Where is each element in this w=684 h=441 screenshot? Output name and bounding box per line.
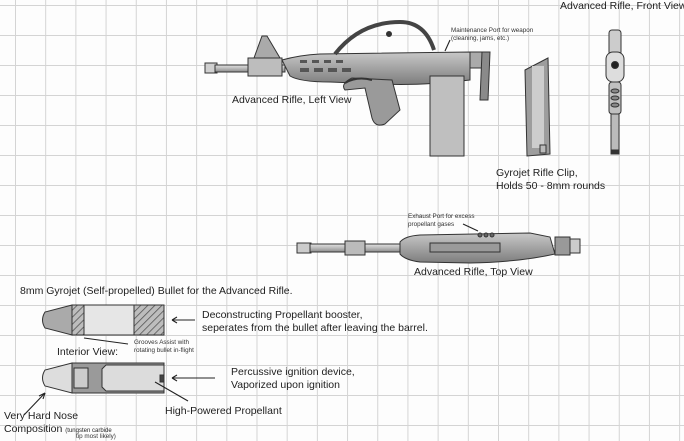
rifle-left-view [204, 19, 491, 157]
exhaust-port-annotation: Exhaust Port for excess propellant gases [408, 213, 475, 229]
ignition-annotation: Percussive ignition device, Vaporized up… [231, 366, 355, 392]
bullet-exterior [42, 304, 165, 336]
interior-view-label: Interior View: [57, 346, 119, 358]
exhaust-port-line2: propellant gases [408, 221, 455, 228]
grooves-line1: Grooves Assist with [134, 339, 189, 346]
top-view-label: Advanced Rifle, Top View [414, 266, 533, 278]
booster-annotation: Deconstructing Propellant booster, seper… [202, 309, 428, 335]
left-view-label: Advanced Rifle, Left View [232, 94, 352, 106]
exhaust-port-line1: Exhaust Port for excess [408, 213, 475, 220]
clip-line2: Holds 50 - 8mm rounds [496, 180, 606, 192]
clip-label: Gyrojet Rifle Clip, Holds 50 - 8mm round… [496, 167, 605, 193]
nose-note-line1: (tungsten carbide [65, 428, 112, 434]
front-view-label: Advanced Rifle, Front View [560, 0, 684, 12]
booster-line2: seperates from the bullet after leaving … [202, 322, 428, 334]
nose-line1: Very Hard Nose [4, 410, 79, 422]
booster-line1: Deconstructing Propellant booster, [202, 309, 363, 321]
maintenance-port-annotation: Maintenance Port for weapon (cleaning, j… [451, 27, 533, 43]
ignition-line2: Vaporized upon ignition [231, 379, 340, 391]
rifle-front-view [605, 29, 625, 155]
bullet-heading: 8mm Gyrojet (Self-propelled) Bullet for … [20, 285, 293, 297]
nose-line2: Composition (tungsten carbide [4, 423, 112, 438]
maintenance-port-line2: (cleaning, jams, etc.) [451, 35, 510, 42]
grooves-line2: rotating bullet in-flight [134, 347, 194, 354]
maintenance-port-line1: Maintenance Port for weapon [451, 27, 534, 34]
rifle-top-view [296, 232, 581, 264]
nose-line2-text: Composition [4, 423, 63, 435]
ignition-line1: Percussive ignition device, [231, 366, 355, 378]
grooves-annotation: Grooves Assist with rotating bullet in-f… [134, 339, 194, 355]
nose-note-line2: tip most likely) [76, 433, 116, 440]
bullet-interior [42, 362, 165, 394]
clip-line1: Gyrojet Rifle Clip, [496, 167, 578, 179]
propellant-label: High-Powered Propellant [165, 405, 282, 417]
rifle-clip [524, 57, 551, 157]
leader-lines [23, 39, 479, 416]
nose-annotation: Very Hard Nose Composition (tungsten car… [4, 410, 112, 438]
